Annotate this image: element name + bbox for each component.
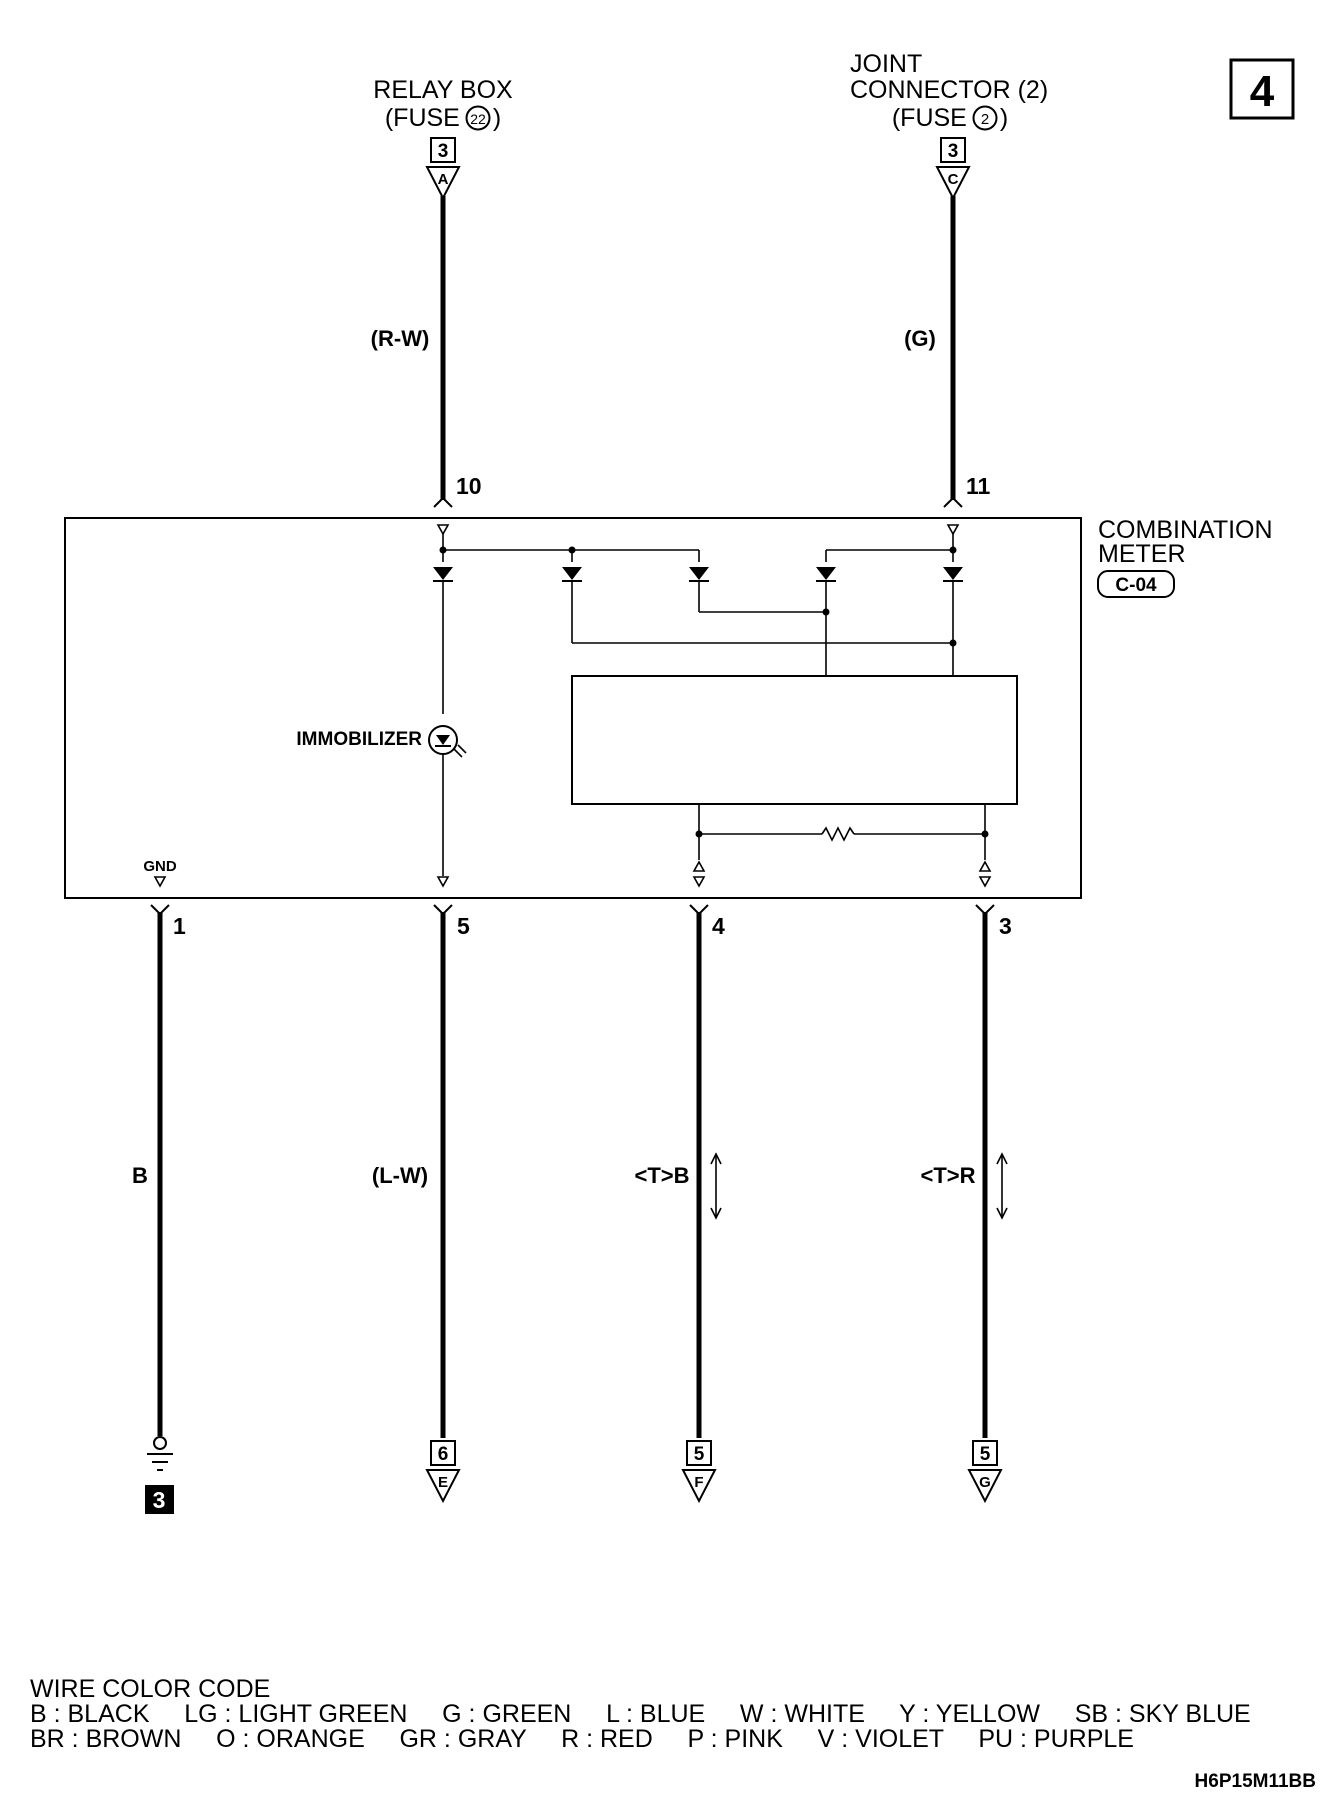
legend-title: WIRE COLOR CODE <box>30 1675 270 1703</box>
off-page-letter: G <box>979 1474 991 1491</box>
page-ref-box <box>972 1440 998 1466</box>
connector-pin-mark <box>433 496 453 508</box>
pin-number: 3 <box>999 913 1012 939</box>
diode-icon <box>562 567 582 582</box>
joint-fuse-label: (FUSE ) <box>892 104 1008 132</box>
terminal-mark <box>692 860 706 872</box>
legend-row: B : BLACK LG : LIGHT GREEN G : GREEN L :… <box>30 1700 1251 1728</box>
diode-icon <box>943 567 963 582</box>
immobilizer-led-icon <box>428 725 467 758</box>
page-ref-box <box>430 137 456 163</box>
off-page-arrow <box>935 166 971 201</box>
bidirectional-arrow-icon <box>996 1152 1008 1220</box>
component-name: COMBINATION <box>1098 516 1273 544</box>
junction-dot <box>822 608 830 616</box>
junction-dot <box>439 546 447 554</box>
junction-dot <box>981 830 989 838</box>
pin-number: 4 <box>712 913 725 939</box>
junction-dot <box>949 546 957 554</box>
fuse-number-circle <box>972 105 998 131</box>
relay-box-fuse-label: (FUSE ) <box>385 104 501 132</box>
terminal-mark <box>153 876 167 888</box>
off-page-arrow <box>681 1469 717 1504</box>
terminal-mark <box>436 876 450 888</box>
relay-box-label: RELAY BOX <box>373 76 513 104</box>
pin-number: 1 <box>173 913 186 939</box>
wire-color-label: <T>B <box>634 1163 689 1188</box>
connector-code: C-04 <box>1115 575 1157 596</box>
component-name: METER <box>1098 540 1186 568</box>
legend-row: BR : BROWN O : ORANGE GR : GRAY R : RED … <box>30 1725 1134 1753</box>
page-ref: 5 <box>980 1444 991 1465</box>
combination-meter-box <box>64 517 1082 899</box>
terminal-mark <box>978 876 992 888</box>
diode-icon <box>816 567 836 582</box>
off-page-letter: A <box>438 171 449 188</box>
diode-icon <box>689 567 709 582</box>
wire-color-label: <T>R <box>920 1163 975 1188</box>
diode-icon <box>433 567 453 582</box>
ground-icon <box>147 1436 173 1471</box>
connector-pin-mark <box>943 496 963 508</box>
off-page-arrow <box>425 1469 461 1504</box>
figure-code: H6P15M11BB <box>1195 1771 1316 1792</box>
page-ref: 3 <box>948 141 959 162</box>
page-ref-box <box>940 137 966 163</box>
off-page-letter: F <box>694 1474 703 1491</box>
ground-ref: 3 <box>153 1487 166 1513</box>
ground-ref-box <box>145 1485 174 1514</box>
off-page-letter: E <box>438 1474 448 1491</box>
wire-color-label: (G) <box>904 326 936 351</box>
gnd-label: GND <box>143 858 177 875</box>
wire-color-label: (L-W) <box>372 1163 428 1188</box>
terminal-mark <box>978 860 992 872</box>
joint-label: JOINT <box>850 50 922 78</box>
wire-color-label: B <box>132 1163 148 1188</box>
indicator-label: IMMOBILIZER <box>296 729 422 750</box>
page-number: 4 <box>1250 67 1275 116</box>
fuse-number-circle <box>465 105 491 131</box>
page-ref: 6 <box>438 1444 449 1465</box>
joint-connector-label: CONNECTOR (2) <box>850 76 1048 104</box>
terminal-mark <box>436 524 450 536</box>
pin-number: 5 <box>457 913 470 939</box>
off-page-arrow <box>967 1469 1003 1504</box>
fuse-number: 2 <box>981 111 989 128</box>
junction-dot <box>695 830 703 838</box>
page-ref-box <box>430 1440 456 1466</box>
off-page-arrow <box>425 166 461 201</box>
meter-control-module <box>571 675 1018 805</box>
terminal-mark <box>692 876 706 888</box>
pin-number: 10 <box>456 473 482 499</box>
bidirectional-arrow-icon <box>710 1152 722 1220</box>
resistor-icon <box>821 826 855 842</box>
junction-dot <box>949 639 957 647</box>
wire-color-label: (R-W) <box>371 326 430 351</box>
pin-number: 11 <box>966 473 991 499</box>
page-ref: 5 <box>694 1444 705 1465</box>
connector-code-box <box>1097 570 1175 598</box>
fuse-number: 22 <box>470 111 486 127</box>
off-page-letter: C <box>948 171 959 188</box>
terminal-mark <box>946 524 960 536</box>
page-ref: 3 <box>438 141 449 162</box>
page-number-box <box>1229 58 1295 120</box>
junction-dot <box>568 546 576 554</box>
page-ref-box <box>686 1440 712 1466</box>
